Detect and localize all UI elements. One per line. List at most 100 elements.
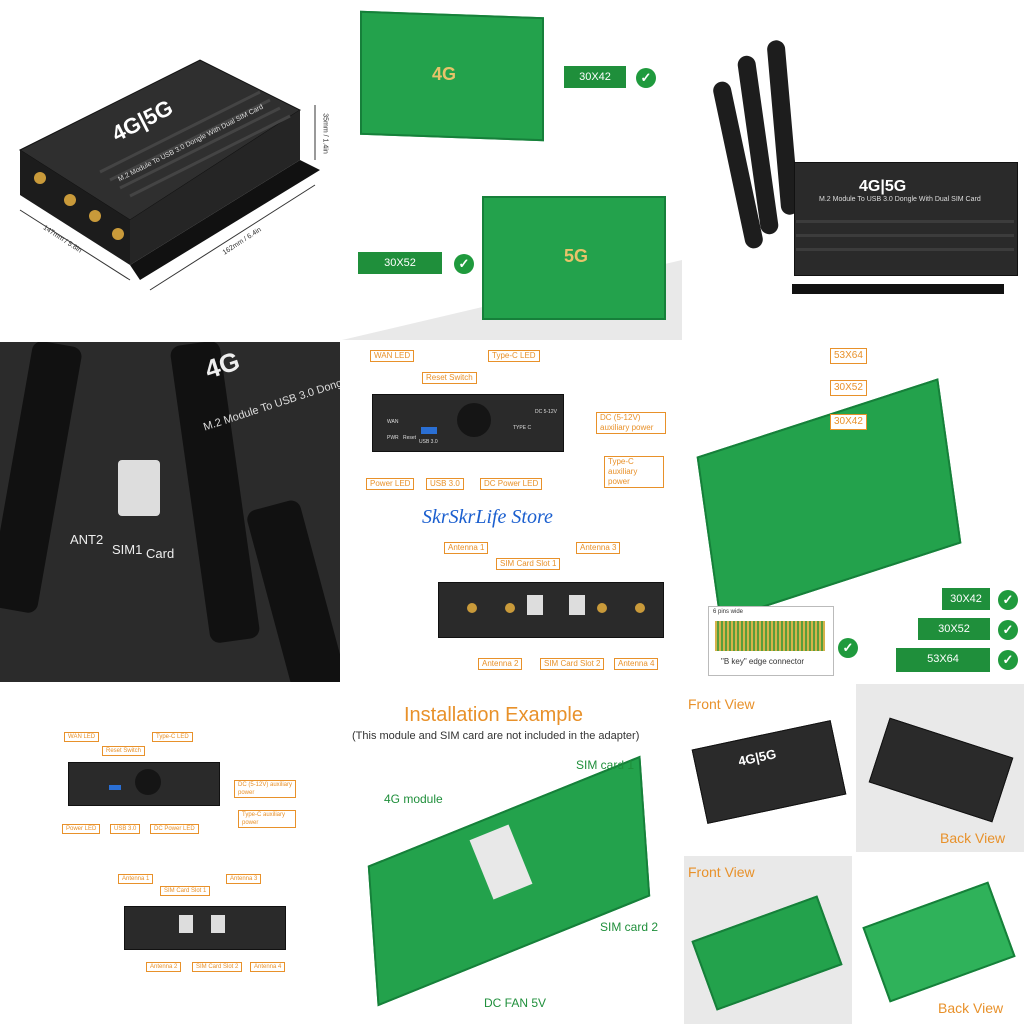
callout-typec-aux: Type-C auxiliary power: [238, 810, 296, 828]
callout-typec-led: Type-C LED: [488, 350, 540, 362]
heat-fin: [796, 220, 1014, 223]
closeup-card: Card: [146, 546, 175, 561]
pcb-board-b: [482, 196, 666, 320]
slot-label-c: 53X64: [830, 348, 867, 364]
install-title: Installation Example: [404, 704, 583, 726]
install-note: (This module and SIM card are not includ…: [352, 730, 640, 742]
callout-usb: USB 3.0: [426, 478, 464, 490]
closeup-sim1: SIM1: [112, 542, 143, 557]
callout-sim-slot2: SIM Card Slot 2: [192, 962, 243, 972]
slot-size-diagram: 53X64 30X52 30X42 6 pins wide "B key" ed…: [684, 342, 1024, 682]
sma-connector: [467, 603, 477, 613]
product-badge: 4G|5G: [859, 178, 907, 195]
front-panel: [68, 762, 220, 806]
panel-reset: Reset: [403, 435, 417, 441]
callout-reset-switch: Reset Switch: [102, 746, 146, 756]
fan-icon: [135, 769, 161, 795]
antenna: [0, 342, 84, 615]
check-icon: ✓: [838, 638, 858, 658]
check-icon: ✓: [998, 650, 1018, 670]
panel-diagram: WAN LED Reset Switch Type-C LED WAN PWR …: [342, 342, 682, 682]
antenna: [169, 342, 261, 645]
callout-power-led: Power LED: [62, 824, 101, 834]
view-label-back: Back View: [940, 830, 1006, 846]
callout-antenna3: Antenna 3: [226, 874, 262, 884]
callout-typec-led: Type-C LED: [152, 732, 193, 742]
enclosure-front: [691, 720, 847, 824]
sma-connector: [505, 603, 515, 613]
sim-card-icon: [179, 915, 193, 933]
sim-card-icon: [211, 915, 225, 933]
enclosure-drawing: [18, 59, 320, 291]
callout-typec-aux: Type-C auxiliary power: [604, 456, 664, 488]
enclosure-body: [794, 162, 1018, 276]
front-panel: WAN PWR Reset USB 3.0 TYPE C DC 5-12V: [372, 394, 564, 452]
callout-antenna1: Antenna 1: [444, 542, 489, 554]
sma-connector: [597, 603, 607, 613]
callout-power-led: Power LED: [366, 478, 415, 490]
callout-antenna1: Antenna 1: [118, 874, 154, 884]
size-bar-a: 30X42: [942, 588, 990, 610]
pcb-size-photo: 4G 30X42 ✓ 5G 30X52 ✓: [342, 0, 682, 340]
slot-label-a: 30X42: [830, 414, 867, 430]
callout-dc-power-led: DC Power LED: [480, 478, 543, 490]
callout-dc-aux: DC (5-12V) auxiliary power: [596, 412, 666, 434]
back-panel: [438, 582, 664, 638]
product-subtitle: M.2 Module To USB 3.0 Dongle With Dual S…: [819, 196, 981, 203]
mounting-flange: [792, 284, 1004, 294]
callout-antenna4: Antenna 4: [614, 658, 659, 670]
pcb-mark-a: 4G: [432, 64, 457, 84]
edge-connector-graphic: [715, 621, 825, 651]
check-icon: ✓: [454, 254, 474, 274]
pcb-board: [696, 378, 962, 622]
closeup-ant2: ANT2: [70, 532, 104, 547]
edge-caption: "B key" edge connector: [721, 657, 805, 666]
callout-wan-led: WAN LED: [370, 350, 415, 362]
callout-antenna4: Antenna 4: [250, 962, 286, 972]
heat-fin: [796, 248, 1014, 251]
panel-diagram-small: WAN LED Reset Switch Type-C LED DC (5-12…: [0, 684, 340, 1024]
view-label-front: Front View: [688, 864, 755, 880]
callout-antenna2: Antenna 2: [146, 962, 182, 972]
sim-card-icon: [569, 595, 585, 615]
callout-antenna2: Antenna 2: [478, 658, 523, 670]
fan-icon: [457, 403, 491, 437]
install-fan: DC FAN 5V: [484, 996, 547, 1010]
store-name: SkrSkrLife Store: [422, 506, 553, 528]
dim-height: 35mm / 1.4in: [321, 113, 329, 154]
sim-card-icon: [527, 595, 543, 615]
usb-port: [421, 427, 437, 434]
install-sim2: SIM card 2: [600, 920, 659, 934]
callout-dc-power-led: DC Power LED: [150, 824, 199, 834]
panel-typec: TYPE C: [513, 425, 532, 431]
view-label-front: Front View: [688, 696, 755, 712]
callout-usb: USB 3.0: [110, 824, 141, 834]
sim-card-icon: [118, 460, 160, 516]
size-bar-c: 53X64: [896, 648, 990, 672]
back-panel: [124, 906, 286, 950]
panel-usb: USB 3.0: [419, 439, 438, 445]
callout-dc-aux: DC (5-12V) auxiliary power: [234, 780, 296, 798]
antenna: [245, 498, 340, 682]
size-bar-b: 30X52: [918, 618, 990, 640]
size-tag-b: 30X52: [358, 252, 442, 274]
edge-pins-label: 6 pins wide: [713, 609, 744, 615]
callout-reset-switch: Reset Switch: [422, 372, 477, 384]
enclosure-back: [868, 717, 1014, 823]
check-icon: ✓: [998, 590, 1018, 610]
callout-sim-slot2: SIM Card Slot 2: [540, 658, 605, 670]
sma-connector: [635, 603, 645, 613]
panel-wan: WAN: [387, 419, 399, 425]
view-label-back: Back View: [938, 1000, 1004, 1016]
callout-sim-slot1: SIM Card Slot 1: [496, 558, 561, 570]
edge-connector-card: 6 pins wide "B key" edge connector: [708, 606, 834, 676]
heat-fin: [796, 234, 1014, 237]
usb-port: [109, 785, 121, 790]
panel-dc: DC 5-12V: [535, 409, 557, 415]
slot-label-b: 30X52: [830, 380, 867, 396]
enclosure-antennas-photo: 4G|5G M.2 Module To USB 3.0 Dongle With …: [684, 0, 1024, 340]
callout-sim-slot1: SIM Card Slot 1: [160, 886, 211, 896]
back-view-panel: Back View: [856, 684, 1024, 852]
check-icon: ✓: [998, 620, 1018, 640]
size-tag-a: 30X42: [564, 66, 626, 88]
